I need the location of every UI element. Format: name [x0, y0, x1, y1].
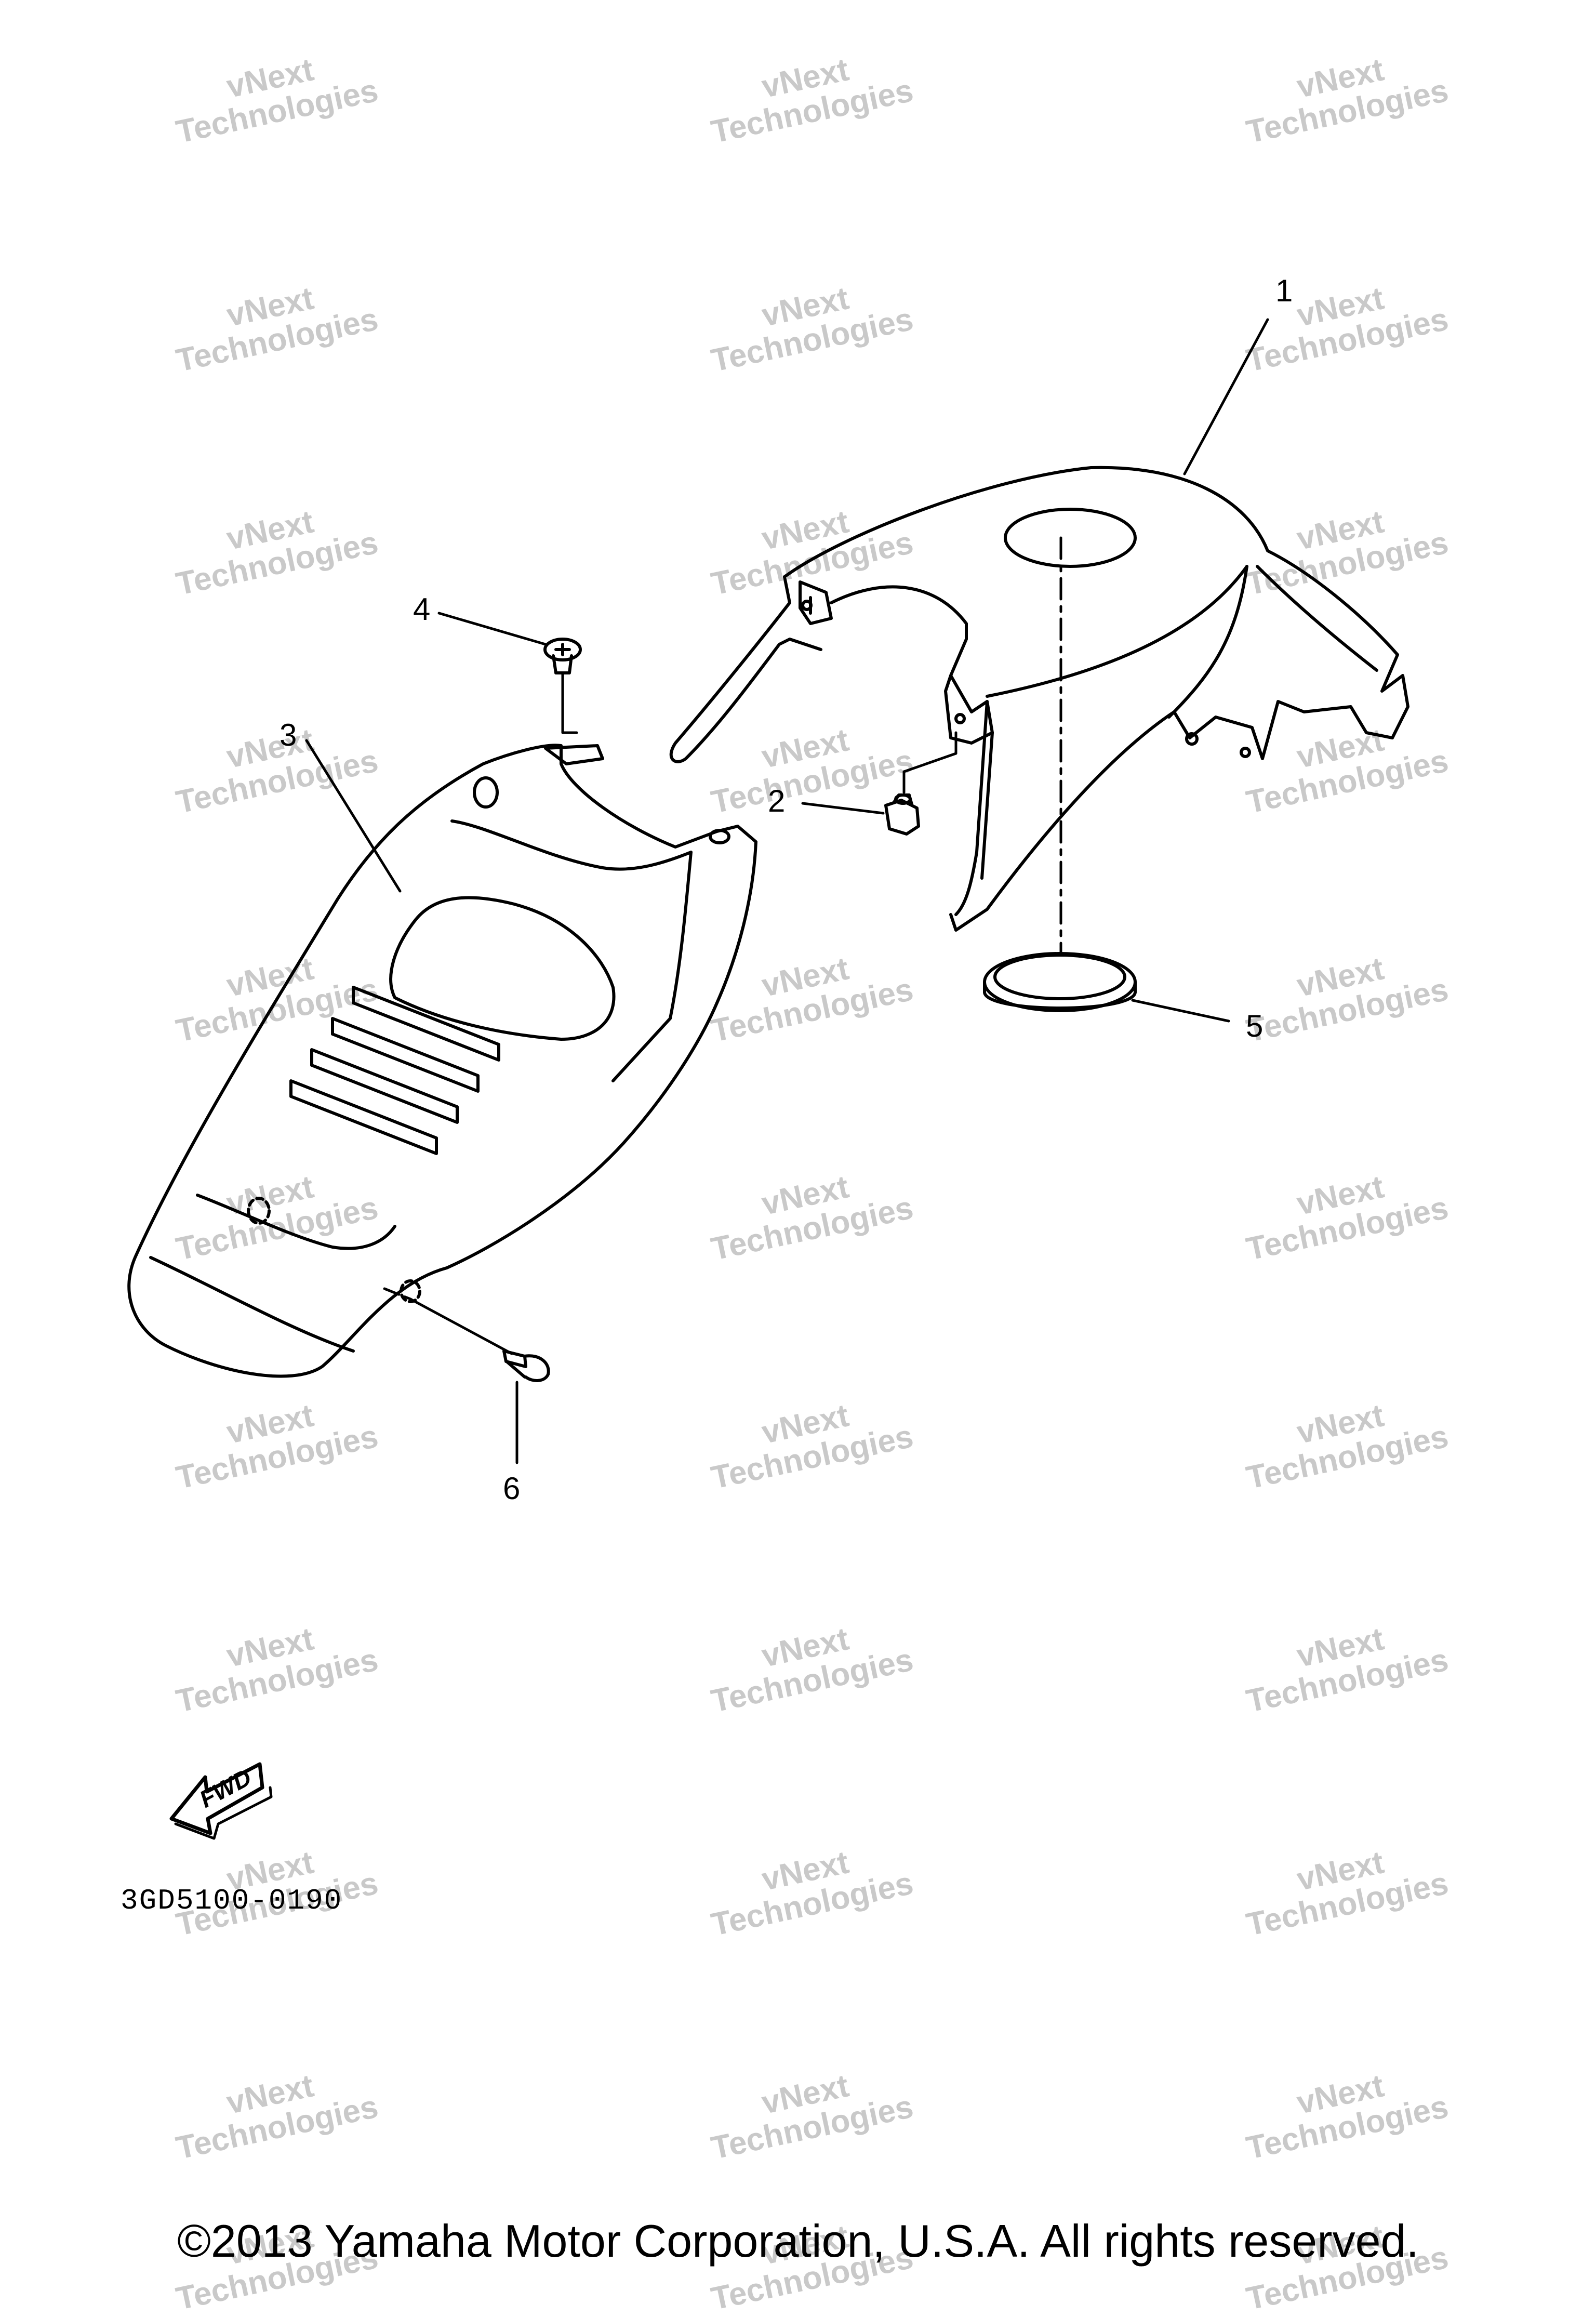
callout-3: 3: [280, 718, 297, 752]
callout-4: 4: [413, 592, 431, 627]
fwd-label: FWD: [195, 1764, 256, 1813]
callout-1: 1: [1275, 273, 1293, 308]
guide-line-bolt-2: [383, 1287, 412, 1301]
gasket-ring-part: [983, 952, 1137, 1012]
leader-line-2: [801, 802, 885, 815]
screw-part: [543, 638, 582, 674]
guide-line-grommet: [902, 731, 957, 794]
leader-line-3: [305, 739, 402, 893]
forward-arrow: [169, 1762, 273, 1840]
leader-line-4: [437, 612, 547, 646]
callout-5: 5: [1246, 1009, 1264, 1043]
grommet-part: [884, 793, 920, 836]
tank-cover-part: [669, 466, 1409, 932]
drawing-code: 3GD5100-0190: [121, 1884, 343, 1917]
copyright-notice: ©2013 Yamaha Motor Corporation, U.S.A. A…: [177, 2215, 1419, 2267]
rear-cover-part: [127, 744, 757, 1378]
guide-line-bolt: [409, 1297, 513, 1355]
leader-line-5: [1131, 999, 1230, 1023]
bolt-part: [502, 1349, 550, 1382]
callout-6: 6: [503, 1471, 521, 1506]
leader-line-1: [1183, 318, 1269, 475]
guide-line-screw: [561, 671, 578, 734]
callout-2: 2: [768, 784, 786, 818]
